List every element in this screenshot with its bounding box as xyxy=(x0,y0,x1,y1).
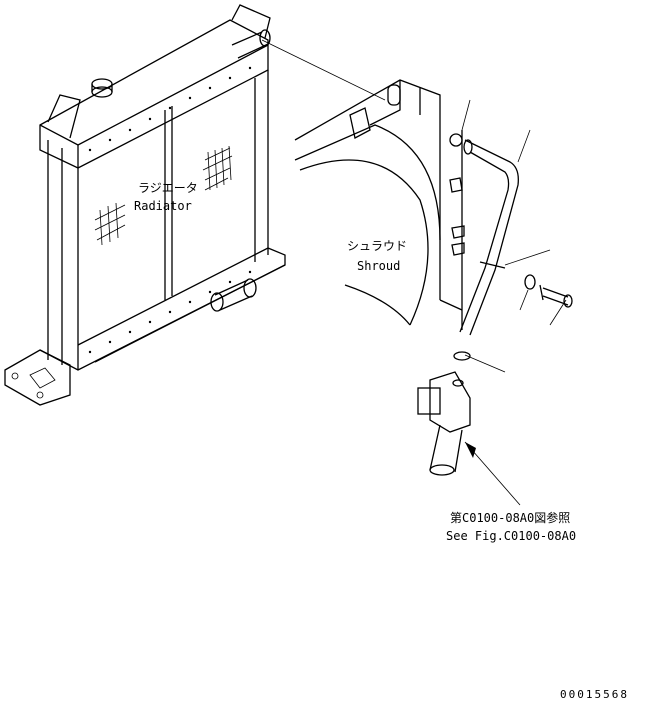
reference-label-en: See Fig.C0100-08A0 xyxy=(446,529,576,543)
leader-lines xyxy=(261,39,567,506)
radiator-label-jp: ラジエータ xyxy=(138,181,198,195)
radiator-drawing xyxy=(4,4,286,406)
shroud-label-en: Shroud xyxy=(357,259,400,273)
shroud-drawing xyxy=(294,79,465,330)
leader-arrowhead xyxy=(465,442,476,458)
reference-label-jp: 第C0100-08A0図参照 xyxy=(450,510,570,525)
radiator-label-en: Radiator xyxy=(134,199,192,213)
shroud-label-jp: シュラウド xyxy=(347,239,407,253)
vent-pipe-drawing xyxy=(417,139,573,476)
drawing-number: 00015568 xyxy=(560,688,629,701)
